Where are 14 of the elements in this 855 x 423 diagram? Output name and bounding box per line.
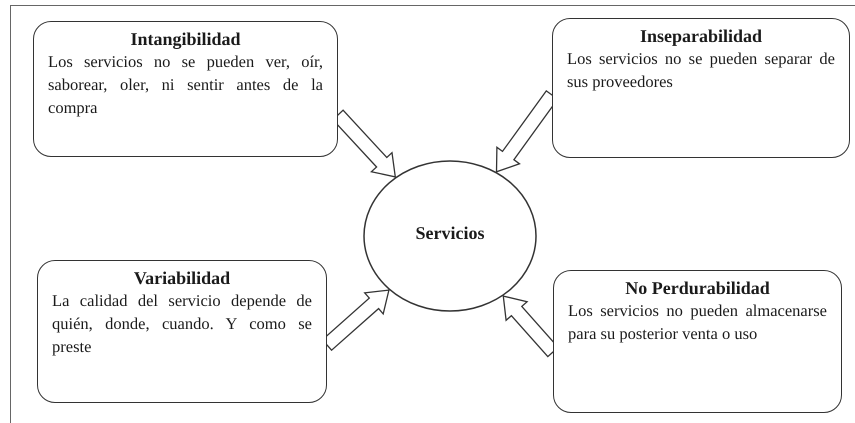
concept-circle [363,160,537,312]
rounded-box [552,18,850,158]
box-heading: Inseparabilidad [638,25,764,47]
box-heading: Variabilidad [132,267,232,289]
box-heading: Intangibilidad [129,28,242,50]
box-description: La calidad del servicio depende de quién, donde, cuando. Y como se preste [52,290,312,358]
center-label: Servicios [416,222,484,244]
rounded-box [33,21,338,157]
box-description: Los servicios no se pueden ver, oír, saborear, oler, ni sentir antes de la compra [48,51,323,119]
box-description: Los servicios no pueden almacenarse para su posterior venta o uso [568,300,827,345]
rounded-box [37,260,327,403]
box-heading: No Perdurabilidad [624,277,771,299]
box-description: Los servicios no se pueden separar de sus proveedores [567,48,835,93]
rounded-box [553,270,842,413]
